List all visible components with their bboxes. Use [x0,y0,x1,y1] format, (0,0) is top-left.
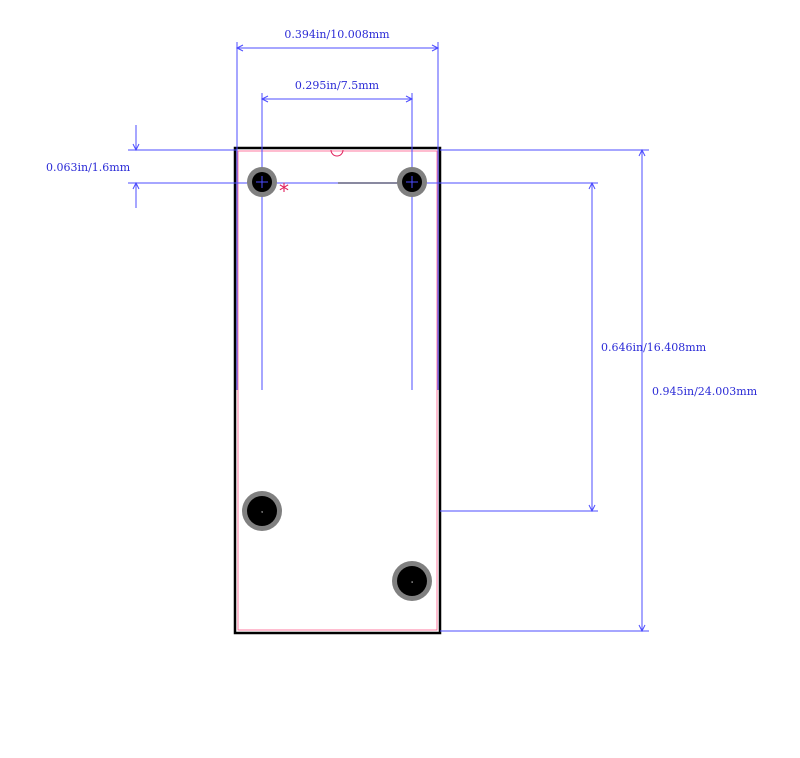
pin-spacing-x-arrow-right [405,95,414,103]
pin1-marker: * [279,179,289,203]
pad-4-hole [397,566,427,596]
overall-width-label: 0.394in/10.008mm [284,28,390,41]
overall-width-arrow-right [431,44,440,52]
pad-3: 3 [242,491,282,531]
pad-3-label: 3 [261,510,263,514]
pin-spacing-x-label: 0.295in/7.5mm [295,79,380,92]
pad-4: 4 [392,561,432,601]
pin-spacing-x-arrow-left [260,95,269,103]
silkscreen-outline [237,150,438,631]
overall-height-arrow-lower [638,624,646,633]
pin-spacing-y-arrow-lower [588,504,596,513]
overall-height-arrow-upper [638,148,646,157]
pad-2 [397,167,427,197]
overall-width-arrow-left [235,44,244,52]
pad-3-hole [247,496,277,526]
pad-1 [247,167,277,197]
orientation-notch [330,149,344,157]
pin-offset-top-arrow-upper [132,143,140,152]
pad-4-label: 4 [411,580,413,584]
overall-height-label: 0.945in/24.003mm [652,385,758,398]
pin-offset-top-label: 0.063in/1.6mm [46,161,131,174]
pin-spacing-y-label: 0.646in/16.408mm [601,341,707,354]
pin-spacing-y-arrow-upper [588,181,596,190]
pin-offset-top-arrow-lower [132,181,140,190]
component-body-outline [233,146,442,635]
